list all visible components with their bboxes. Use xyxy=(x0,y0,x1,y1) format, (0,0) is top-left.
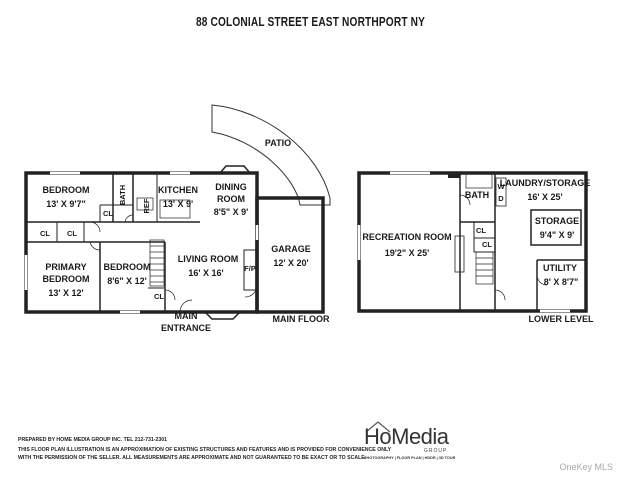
cl-label: CL xyxy=(482,240,492,249)
living-name: LIVING ROOM xyxy=(178,254,239,264)
ll-bath-label: BATH xyxy=(465,190,489,200)
main-floor-plan xyxy=(24,104,331,320)
logo-group: GROUP xyxy=(424,448,448,454)
bedroom1-name: BEDROOM xyxy=(43,185,90,195)
watermark: OneKey MLS xyxy=(559,462,613,472)
laundry-name: LAUNDRY/STORAGE xyxy=(500,178,591,188)
utility-name: UTILITY xyxy=(543,263,577,273)
washer-label: W xyxy=(497,182,505,191)
logo-tagline: PHOTOGRAPHY | FLOOR PLAN | HDDR | 3D TOU… xyxy=(364,456,456,460)
garage-name: GARAGE xyxy=(271,244,311,254)
cl-label: CL xyxy=(67,229,77,238)
disclaimer-line1: THIS FLOOR PLAN ILLUSTRATION IS AN APPRO… xyxy=(18,447,392,453)
primary-name2: BEDROOM xyxy=(43,274,90,284)
primary-name1: PRIMARY xyxy=(45,262,86,272)
utility-size: 8' X 8'7" xyxy=(544,277,579,287)
lower-level-plan xyxy=(357,171,588,313)
patio-label: PATIO xyxy=(265,138,291,148)
disclaimer-line2: WITH THE PERMISSION OF THE SELLER. ALL M… xyxy=(18,455,367,461)
recreation-size: 19'2" X 25' xyxy=(385,248,430,258)
kitchen-name: KITCHEN xyxy=(158,185,198,195)
main-floor-label: MAIN FLOOR xyxy=(273,314,330,324)
cl-label: CL xyxy=(103,209,113,218)
ref-label: REF xyxy=(142,198,151,213)
main-entrance-label: ENTRANCE xyxy=(161,323,211,333)
prepared-by: PREPARED BY HOME MEDIA GROUP INC. TEL 21… xyxy=(18,437,168,443)
dining-size: 8'5" X 9' xyxy=(214,207,249,217)
dryer-label: D xyxy=(498,194,504,203)
storage-name: STORAGE xyxy=(535,216,579,226)
main-entrance-label: MAIN xyxy=(175,311,198,321)
plan-title: 88 COLONIAL STREET EAST NORTHPORT NY xyxy=(195,14,426,29)
storage-size: 9'4" X 9' xyxy=(540,230,575,240)
bedroom2-size: 8'6" X 12' xyxy=(107,276,147,286)
living-size: 16' X 16' xyxy=(188,268,223,278)
bedroom2-name: BEDROOM xyxy=(104,262,151,272)
recreation-name: RECREATION ROOM xyxy=(362,232,451,242)
dining-name1: DINING xyxy=(215,182,247,192)
kitchen-size: 13' X 9' xyxy=(163,199,193,209)
homedia-logo: HoMedia GROUP PHOTOGRAPHY | FLOOR PLAN |… xyxy=(364,424,464,464)
cl-label: CL xyxy=(40,229,50,238)
cl-label: CL xyxy=(154,292,164,301)
logo-roof-icon xyxy=(365,421,391,433)
garage-size: 12' X 20' xyxy=(273,258,308,268)
laundry-size: 16' X 25' xyxy=(527,192,562,202)
lower-level-label: LOWER LEVEL xyxy=(529,314,595,324)
logo-wordmark: HoMedia xyxy=(364,424,449,449)
fp-label: F/P xyxy=(244,264,256,273)
bedroom1-size: 13' X 9'7" xyxy=(46,199,86,209)
primary-size: 13' X 12' xyxy=(48,288,83,298)
dining-name2: ROOM xyxy=(217,194,245,204)
bath-label: BATH xyxy=(118,185,127,205)
cl-label: CL xyxy=(476,226,486,235)
